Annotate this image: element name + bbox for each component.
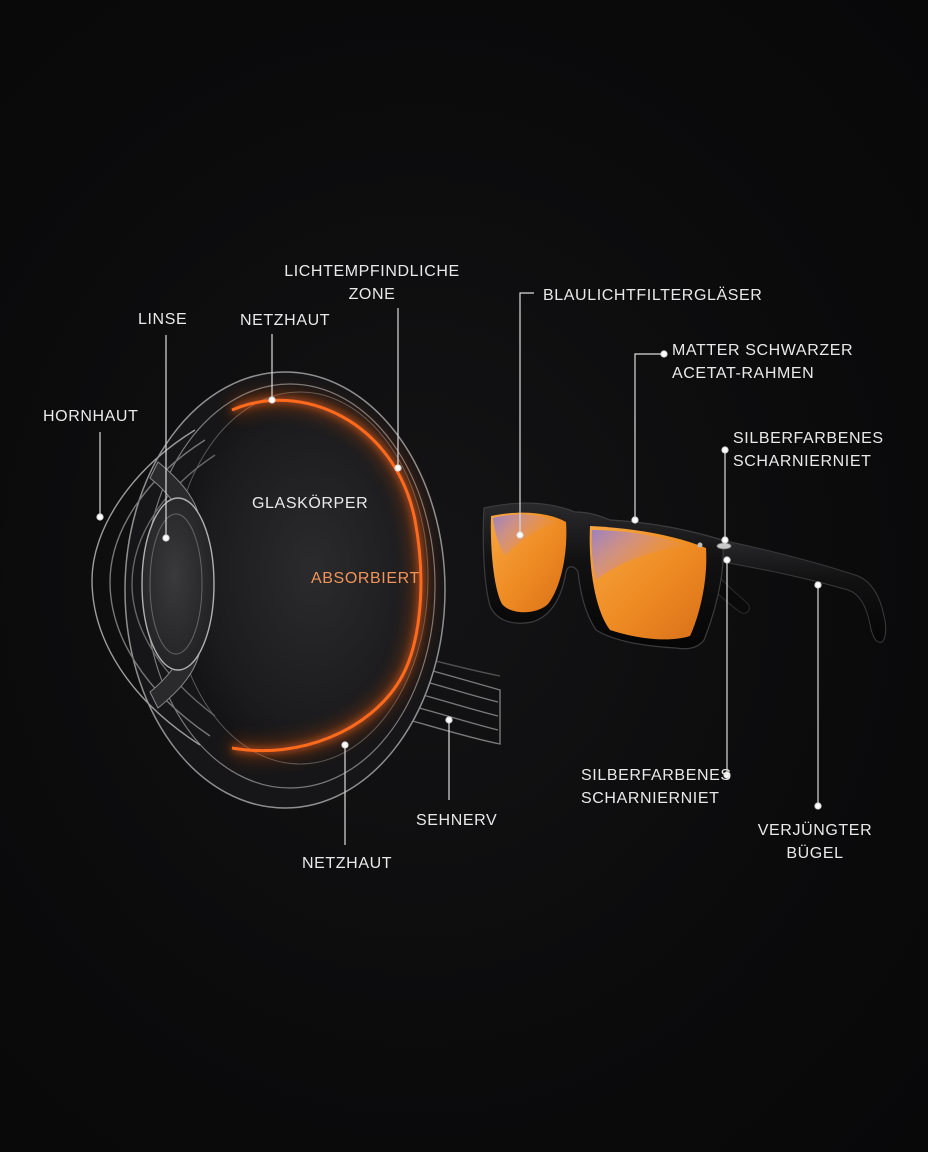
label-absorbiert: ABSORBIERT (311, 570, 420, 587)
near-temple-arm (711, 537, 887, 643)
label-hinge-bottom-line2: SCHARNIERNIET (581, 790, 720, 807)
label-hinge-top: SILBERFARBENES SCHARNIERNIET (733, 427, 884, 473)
leader-dot-filter-lenses (516, 531, 524, 539)
label-hinge-bottom-line1: SILBERFARBENES (581, 767, 732, 784)
label-sehnerv: SEHNERV (416, 812, 498, 829)
leader-dot-hinge-top (721, 536, 729, 544)
label-temple-line2: BÜGEL (786, 845, 844, 862)
left-lens-reflection (493, 514, 556, 556)
label-filter-lenses: BLAULICHTFILTERGLÄSER (543, 287, 763, 304)
label-light-zone-line1: LICHTEMPFINDLICHE (284, 263, 460, 280)
right-lens-reflection (591, 530, 690, 580)
label-linse: LINSE (138, 311, 188, 328)
label-temple: VERJÜNGTER BÜGEL (745, 819, 885, 865)
sunglasses (482, 502, 887, 650)
leader-dot-linse (162, 534, 170, 542)
leader-dot-frame-top (660, 350, 668, 358)
retina (231, 398, 423, 753)
leader-dot-hornhaut (96, 513, 104, 521)
label-hinge-top-line1: SILBERFARBENES (733, 430, 884, 447)
label-hornhaut: HORNHAUT (43, 408, 139, 425)
leader-dot-sehnerv (445, 716, 453, 724)
leader-dot-hinge-top-start (721, 446, 729, 454)
label-frame-line2: ACETAT-RAHMEN (672, 365, 815, 382)
lens-inner (149, 513, 203, 655)
front-rivet (697, 542, 703, 548)
label-netzhaut-top: NETZHAUT (240, 312, 331, 329)
label-light-sensitive-zone: LICHTEMPFINDLICHE ZONE (272, 260, 472, 306)
leader-dot-temple-end (814, 802, 822, 810)
label-temple-line1: VERJÜNGTER (757, 822, 873, 839)
label-light-zone-line2: ZONE (348, 286, 396, 303)
leader-dot-light-zone (394, 464, 402, 472)
leader-dot-netzhaut-bottom (341, 741, 349, 749)
label-frame: MATTER SCHWARZER ACETAT-RAHMEN (672, 339, 853, 385)
eye-cross-section (10, 371, 501, 809)
eye-leader-lines (96, 308, 453, 845)
hinge-rivet (716, 542, 732, 550)
label-netzhaut-bottom: NETZHAUT (302, 855, 393, 872)
lens (141, 497, 215, 671)
leader-dot-hinge-bottom (723, 556, 731, 564)
label-hinge-bottom: SILBERFARBENES SCHARNIERNIET (581, 764, 732, 810)
label-glaskoerper: GLASKÖRPER (252, 495, 369, 512)
label-hinge-top-line2: SCHARNIERNIET (733, 453, 872, 470)
label-frame-line1: MATTER SCHWARZER (672, 342, 854, 359)
leader-dot-hinge-bottom-end (723, 771, 731, 779)
glasses-leader-lines (516, 292, 822, 810)
leader-dot-frame (631, 516, 639, 524)
leader-dot-temple (814, 581, 822, 589)
leader-dot-netzhaut-top (268, 396, 276, 404)
